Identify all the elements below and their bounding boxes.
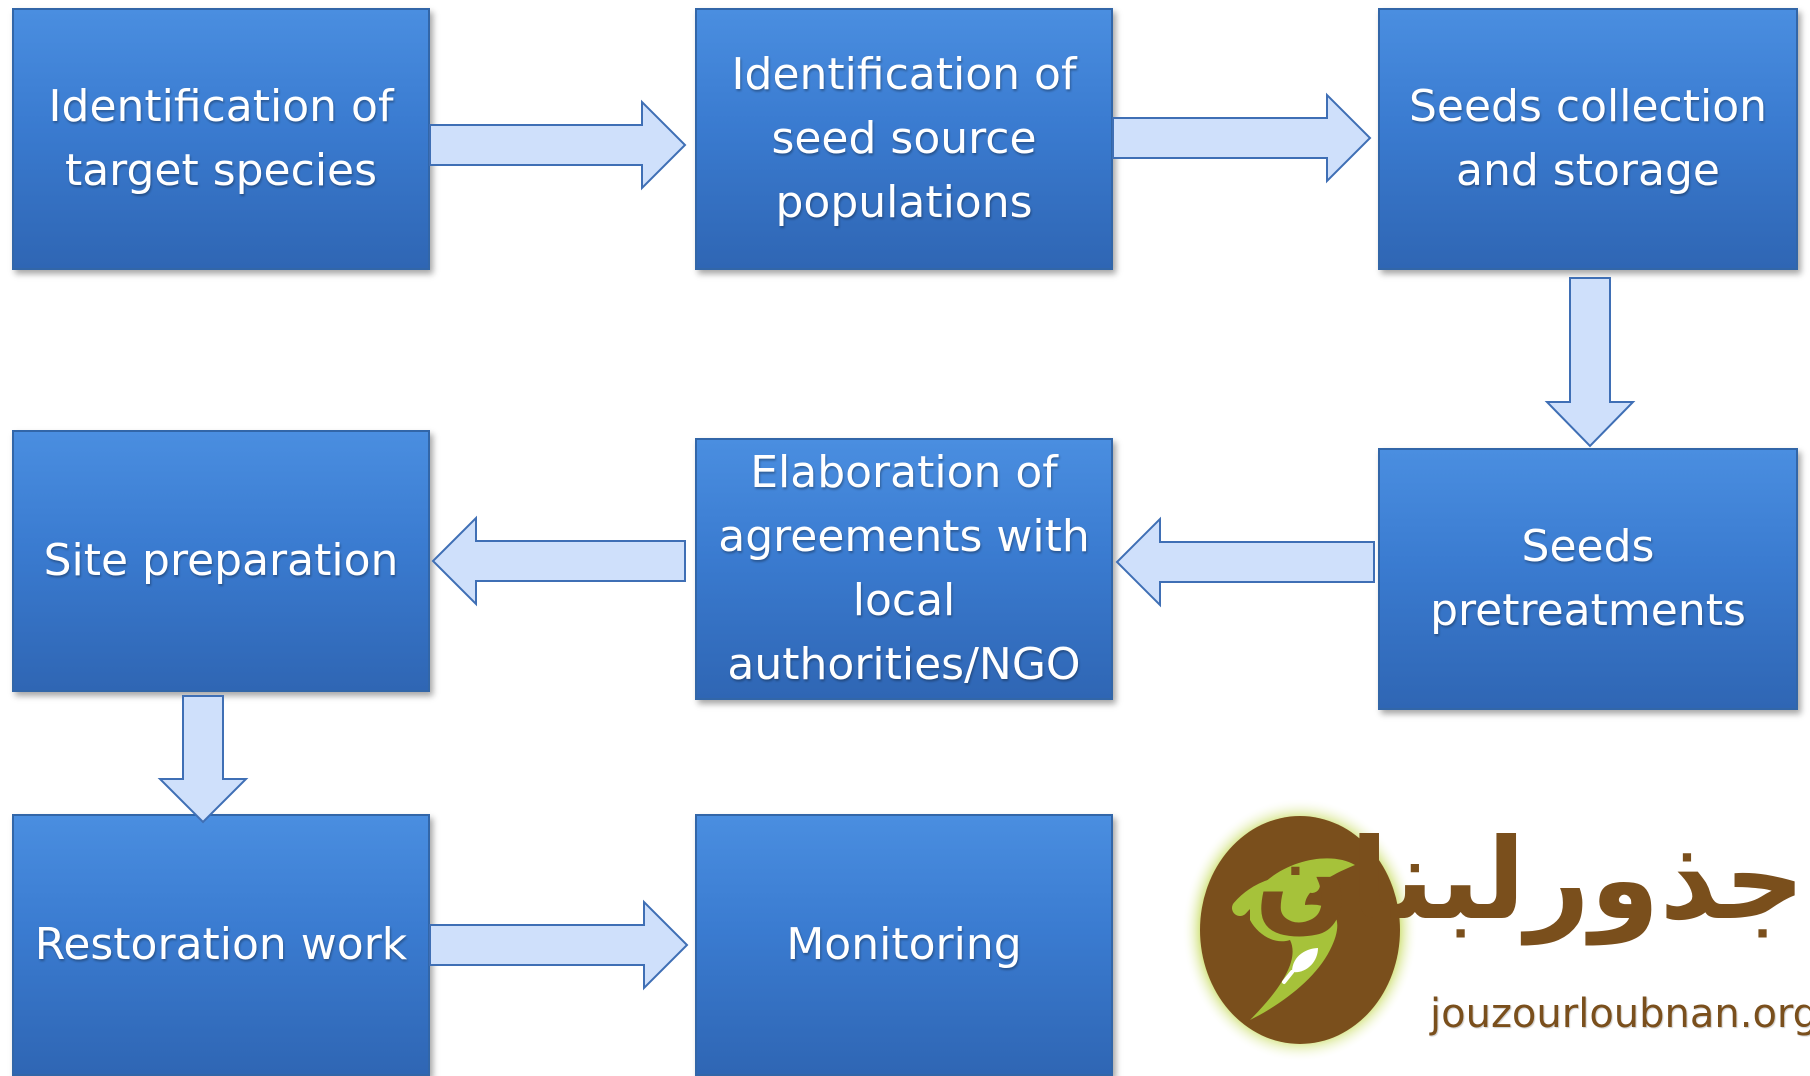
step-restoration-work-label: Restoration work — [34, 919, 408, 970]
arrow-left-1 — [1115, 516, 1375, 608]
step-monitoring: Monitoring — [695, 814, 1113, 1076]
step-site-preparation: Site preparation — [12, 430, 430, 692]
step-target-species: Identification of target species — [12, 8, 430, 270]
step-seed-source-populations: Identification of seed source population… — [695, 8, 1113, 270]
step-seeds-collection: Seeds collection and storage — [1378, 8, 1798, 270]
step-target-species-label: Identification of target species — [48, 81, 394, 196]
arrow-down-1 — [1544, 277, 1636, 448]
step-seeds-pretreatments: Seeds pretreatments — [1378, 448, 1798, 710]
arrow-left-2 — [431, 515, 686, 607]
arrow-right-1 — [429, 99, 687, 191]
logo-graphic — [1182, 798, 1418, 1062]
logo-url: jouzourloubnan.org — [1430, 991, 1810, 1037]
arrow-right-2 — [1112, 92, 1372, 184]
step-seeds-collection-label: Seeds collection and storage — [1408, 81, 1767, 196]
jouzour-loubnan-logo: جذورلبنان jouzourloubnan.org — [1180, 790, 1810, 1070]
step-site-preparation-label: Site preparation — [43, 535, 399, 586]
step-monitoring-label: Monitoring — [786, 919, 1022, 970]
step-seeds-pretreatments-label: Seeds pretreatments — [1430, 521, 1746, 636]
arrow-down-2 — [157, 695, 249, 824]
logo-arabic-name: جذورلبنان — [1254, 815, 1809, 945]
arrow-right-3 — [429, 899, 689, 991]
step-seed-source-populations-label: Identification of seed source population… — [731, 49, 1077, 228]
step-agreements-label: Elaboration of agreements with local aut… — [718, 447, 1090, 690]
step-agreements: Elaboration of agreements with local aut… — [695, 438, 1113, 700]
step-restoration-work: Restoration work — [12, 814, 430, 1076]
emblem-icon — [1182, 798, 1418, 1062]
